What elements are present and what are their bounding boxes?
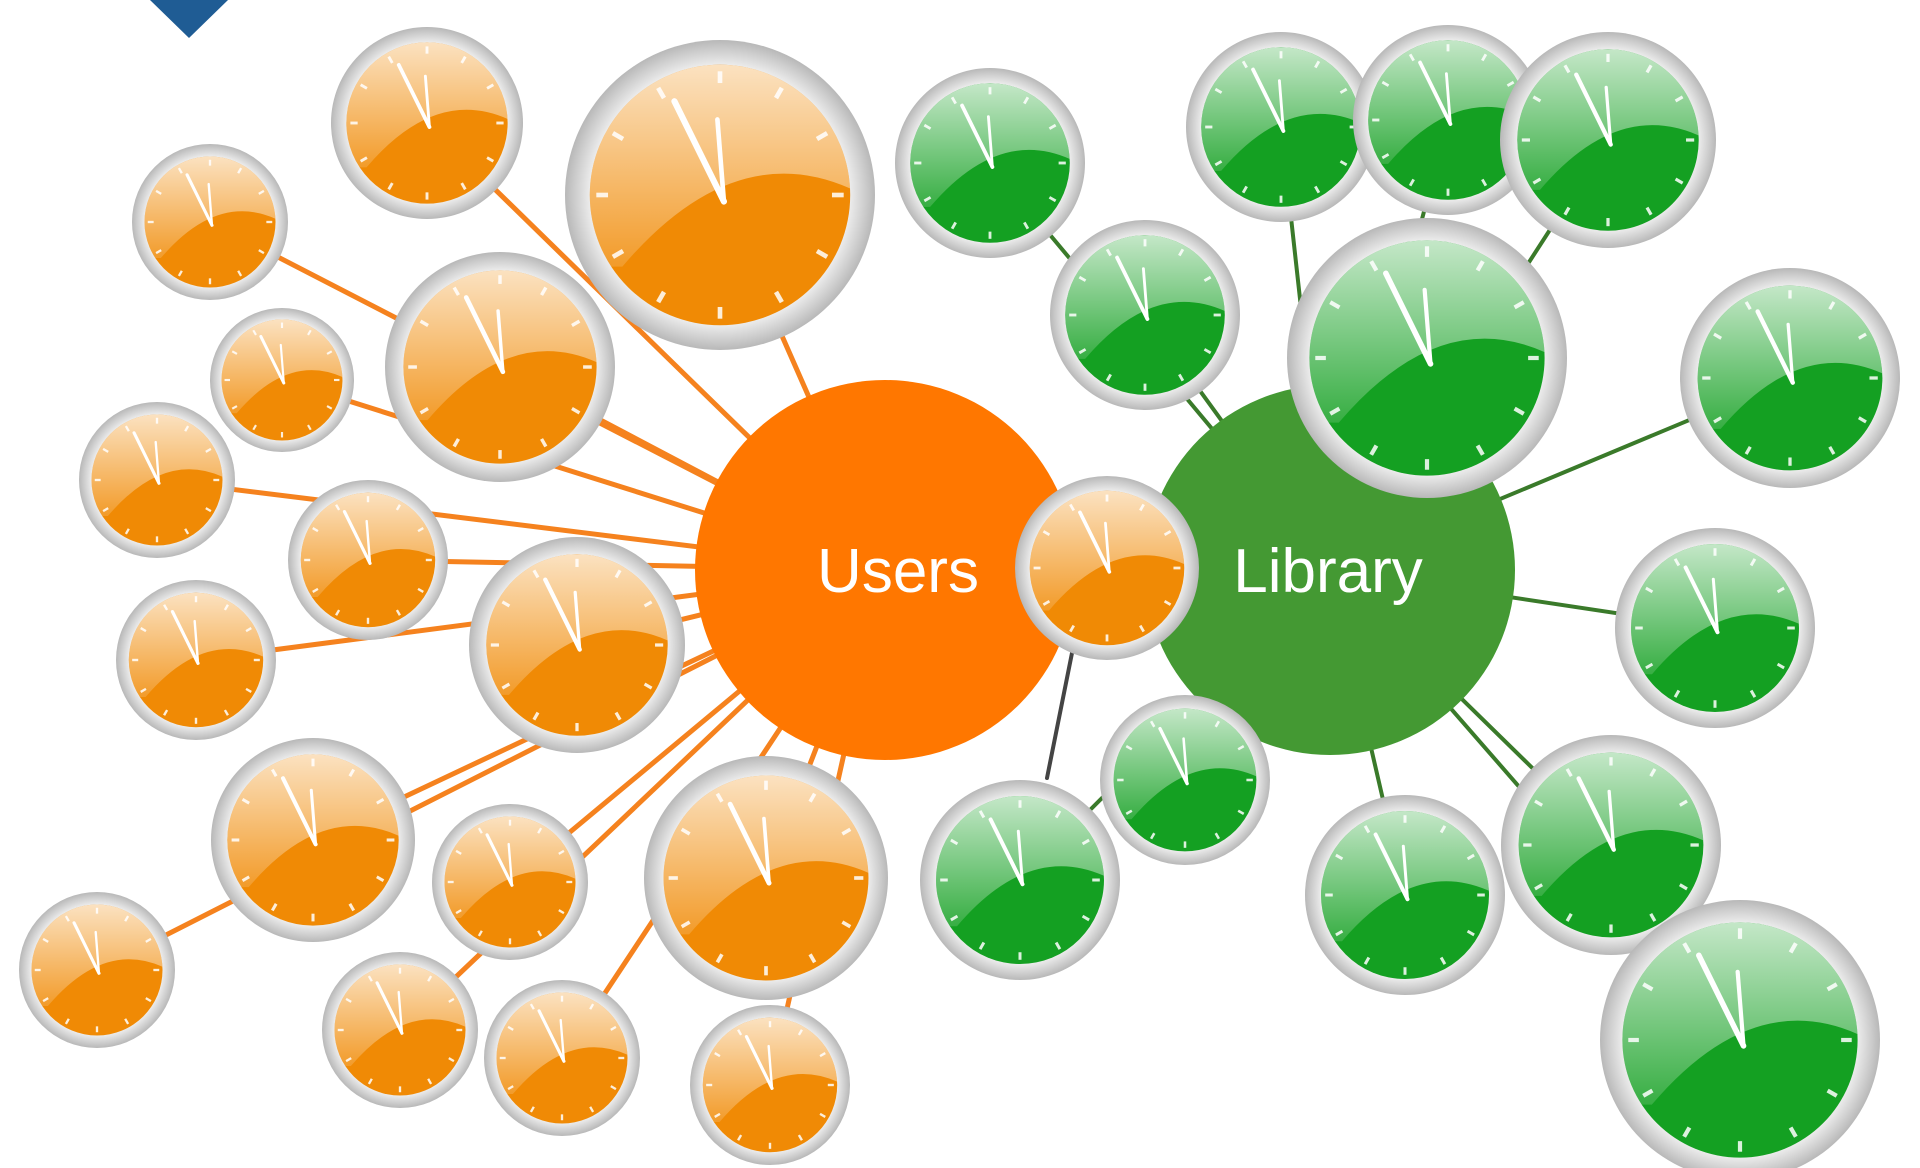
users-hub (695, 380, 1075, 760)
clock-icon (1287, 218, 1567, 498)
clock-icon (322, 952, 478, 1108)
clock-icon (210, 308, 354, 452)
clock-icon (1600, 900, 1880, 1168)
bookmark-icon (150, 0, 228, 38)
clock-icon (1100, 695, 1270, 865)
clock-icon (565, 40, 875, 350)
clock-icon (1680, 268, 1900, 488)
clock-icon (385, 252, 615, 482)
users-hub-label: Users (817, 537, 979, 606)
clock-icon (288, 480, 448, 640)
clock-icon (211, 738, 415, 942)
clock-icon (1015, 476, 1199, 660)
clock-icon (895, 68, 1085, 258)
clock-icon (432, 804, 588, 960)
clock-icon (644, 756, 888, 1000)
clock-icon (19, 892, 175, 1048)
clock-icon (1500, 32, 1716, 248)
clocks-layer (19, 25, 1900, 1168)
clock-icon (1615, 528, 1815, 728)
library-hub-label: Library (1233, 537, 1423, 606)
clock-icon (116, 580, 276, 740)
clock-icon (1186, 32, 1376, 222)
clock-icon (331, 27, 523, 219)
clock-icon (1353, 25, 1543, 215)
clock-icon (920, 780, 1120, 980)
clock-icon (79, 402, 235, 558)
clock-icon (1305, 795, 1505, 995)
clock-icon (1501, 735, 1721, 955)
clock-icon (484, 980, 640, 1136)
clock-icon (690, 1005, 850, 1165)
clock-icon (469, 537, 685, 753)
clock-icon (132, 144, 288, 300)
clock-icon (1050, 220, 1240, 410)
